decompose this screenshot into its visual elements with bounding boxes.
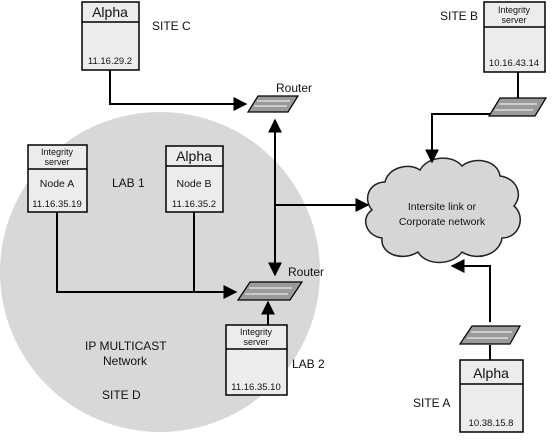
node-b-label: Node B bbox=[176, 178, 211, 190]
multicast-label-2: Network bbox=[103, 354, 148, 368]
node-site-c-title: Alpha bbox=[92, 4, 128, 20]
link-node-a-to-router bbox=[56, 212, 238, 299]
node-lab2: Integrity server 11.16.35.10 bbox=[225, 324, 288, 396]
router-site-a bbox=[458, 325, 522, 345]
node-a-title-2: server bbox=[44, 157, 69, 167]
link-router-b-to-cloud bbox=[425, 113, 505, 164]
link-site-a-to-cloud bbox=[450, 259, 491, 322]
node-site-c: Alpha 11.16.29.2 bbox=[81, 1, 140, 71]
router-site-b bbox=[487, 97, 548, 117]
node-lab2-title-2: server bbox=[243, 337, 268, 347]
connections bbox=[56, 70, 519, 360]
router-top bbox=[246, 95, 300, 113]
site-d-label: SITE D bbox=[102, 388, 141, 402]
cloud-label-1: Intersite link or bbox=[408, 201, 477, 213]
node-b-ip: 11.16.35.2 bbox=[172, 199, 216, 210]
link-site-c-to-router bbox=[109, 70, 248, 111]
node-site-b: Integrity server 10.16.43.14 bbox=[483, 1, 546, 73]
router-center-label: Router bbox=[288, 265, 324, 279]
cloud-label-2: Corporate network bbox=[399, 216, 486, 228]
node-lab2-ip: 11.16.35.10 bbox=[231, 382, 280, 393]
node-b-title: Alpha bbox=[176, 148, 212, 164]
node-a-label: Node A bbox=[40, 178, 74, 190]
site-c-label: SITE C bbox=[152, 19, 191, 33]
node-a-ip: 11.16.35.19 bbox=[32, 199, 81, 210]
multicast-label-1: IP MULTICAST bbox=[85, 339, 167, 353]
router-center bbox=[236, 281, 304, 301]
lab1-label: LAB 1 bbox=[112, 176, 145, 190]
node-site-a: Alpha 10.38.15.8 bbox=[459, 359, 524, 433]
site-b-label: SITE B bbox=[440, 9, 478, 23]
node-site-c-ip: 11.16.29.2 bbox=[88, 56, 132, 67]
node-a-title-1: Integrity bbox=[41, 147, 74, 157]
node-a: Integrity server Node A 11.16.35.19 bbox=[27, 144, 88, 213]
node-site-b-title-2: server bbox=[501, 15, 526, 25]
node-site-a-ip: 10.38.15.8 bbox=[469, 418, 514, 429]
intersite-cloud bbox=[364, 157, 521, 264]
router-top-label: Router bbox=[276, 81, 312, 95]
node-site-b-ip: 10.16.43.14 bbox=[489, 58, 539, 69]
node-site-a-title: Alpha bbox=[473, 365, 509, 381]
lab2-label: LAB 2 bbox=[292, 357, 325, 371]
node-site-b-title-1: Integrity bbox=[498, 5, 531, 15]
node-b: Alpha Node B 11.16.35.2 bbox=[165, 145, 224, 213]
node-lab2-title-1: Integrity bbox=[240, 327, 273, 337]
site-a-label: SITE A bbox=[413, 396, 450, 410]
